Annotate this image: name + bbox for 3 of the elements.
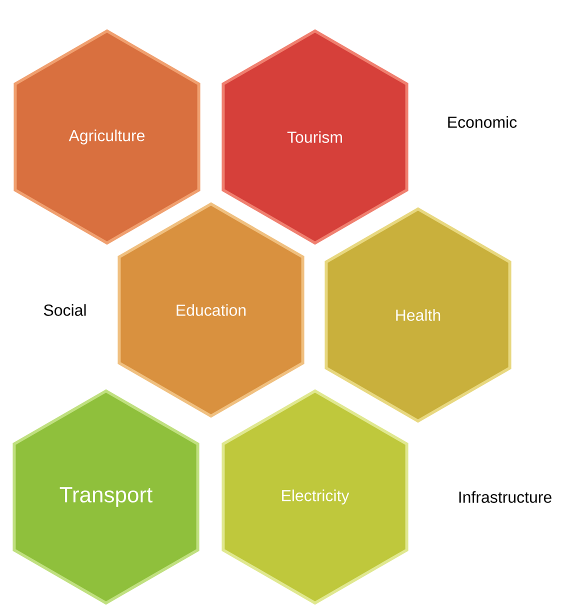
category-label: Economic <box>448 116 517 128</box>
category-label: Infrastructure <box>459 491 552 503</box>
category-label: Social <box>44 304 86 316</box>
